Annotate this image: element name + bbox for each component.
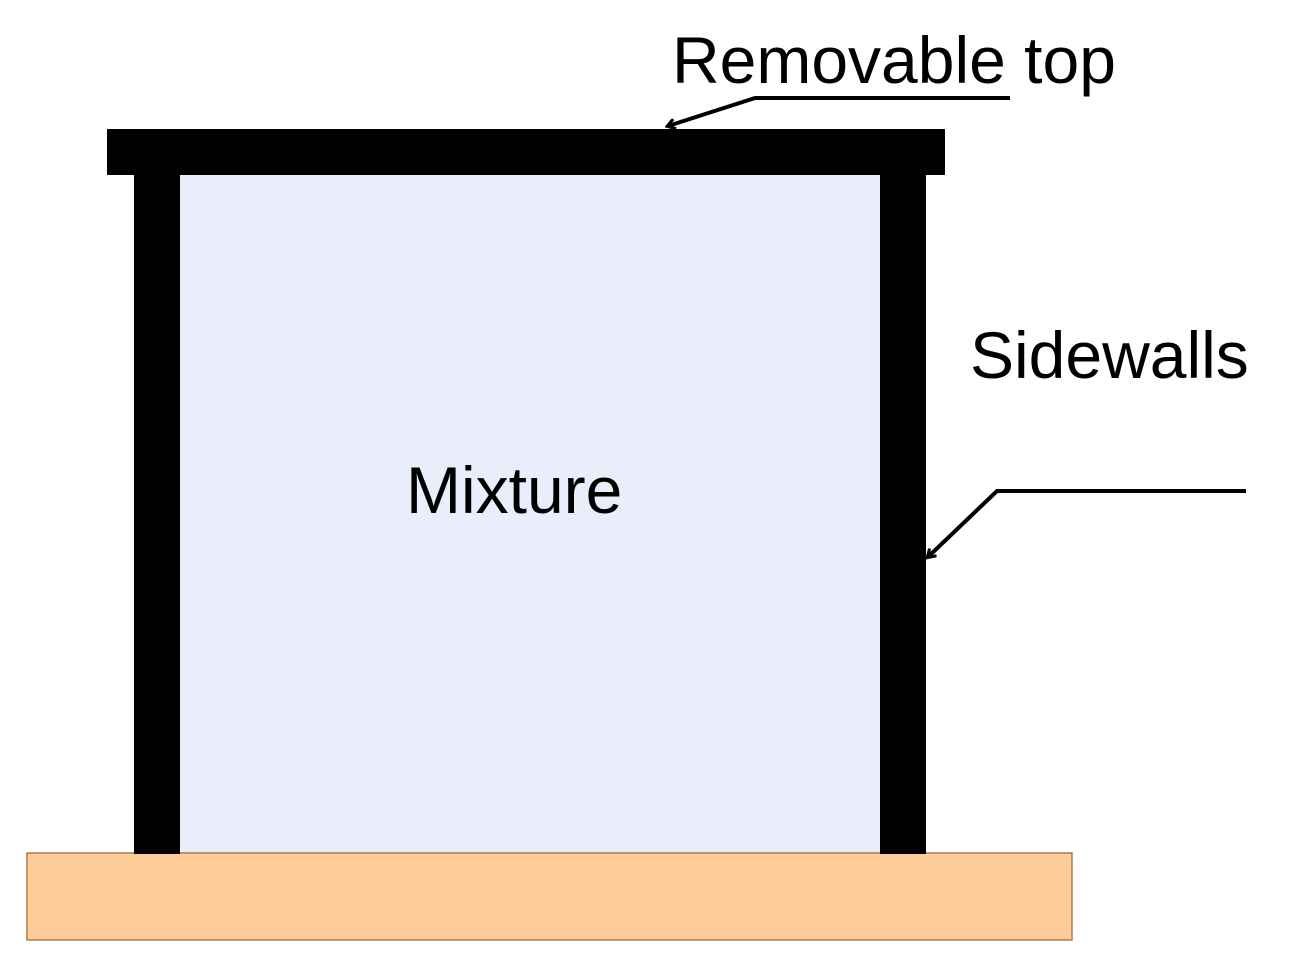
removable-top-lid xyxy=(107,129,945,175)
removable-top-label: Removable top xyxy=(672,23,1116,97)
sidewalls-leader xyxy=(928,489,1246,557)
removable-top-leader xyxy=(668,96,1010,126)
sidewalls-label: Sidewalls xyxy=(970,318,1249,392)
mixture-label: Mixture xyxy=(406,453,622,527)
mixture-region xyxy=(180,172,880,854)
left-sidewall xyxy=(134,172,180,854)
base-plate xyxy=(26,852,1073,941)
right-sidewall xyxy=(880,172,926,854)
